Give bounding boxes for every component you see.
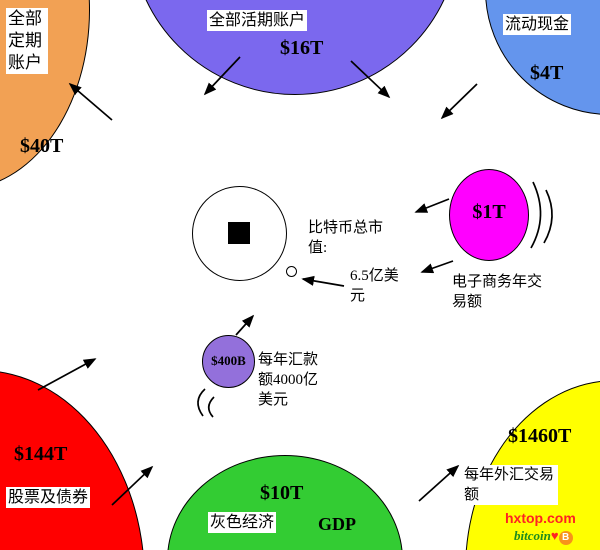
gray-economy-value: $10T [260, 482, 304, 504]
arc-remittance-inner [207, 396, 215, 418]
arc-ecommerce-inner [543, 189, 553, 244]
black-square-marker [228, 222, 250, 244]
ecommerce-label: 电子商务年交易额 [452, 274, 543, 310]
remittance-label: 每年汇款额4000亿美元 [258, 352, 319, 408]
bitcoin-marketcap-dot [286, 266, 297, 277]
bubble-ecommerce [449, 169, 529, 261]
gdp-label: GDP [318, 514, 356, 534]
arrow-cash [440, 83, 478, 120]
ecommerce-value: $1T [472, 201, 506, 223]
remittance-value: $400B [211, 353, 246, 368]
bitcoin-marketcap-label: 比特币总市值: [308, 220, 384, 256]
arrow-stocks [37, 358, 97, 391]
arrow-forex [418, 464, 460, 502]
gray-economy-label: 灰色经济 [208, 512, 277, 533]
arrow-ecommerce-top [414, 198, 450, 213]
term-deposits-value: $40T [20, 135, 64, 157]
arrow-btc-pointer [301, 275, 345, 287]
demand-deposits-label: 全部活期账户 [207, 10, 308, 31]
bubble-remittance [202, 335, 255, 388]
bitcoin-marketcap-value: 6.5亿美元 [350, 268, 399, 304]
watermark-brand-name: bitcoin [514, 528, 551, 543]
forex-value: $1460T [508, 425, 572, 447]
cash-value: $4T [530, 62, 564, 84]
heart-icon: ♥ [550, 528, 559, 543]
watermark-brand: bitcoin♥B [514, 528, 573, 545]
arc-remittance-outer [197, 388, 206, 417]
stocks-bonds-value: $144T [14, 443, 68, 465]
arrow-ecommerce-bottom [420, 260, 454, 274]
stocks-bonds-label: 股票及债券 [6, 487, 91, 508]
forex-label: 每年外汇交易额 [462, 465, 558, 505]
arc-ecommerce-outer [530, 181, 542, 249]
watermark-site: hxtop.com [505, 510, 576, 526]
term-deposits-label: 全部定期账户 [6, 8, 48, 74]
cash-label: 流动现金 [503, 14, 572, 35]
bitcoin-logo-icon: B [558, 531, 573, 545]
demand-deposits-value: $16T [280, 37, 324, 59]
arrow-remittance [235, 314, 255, 336]
